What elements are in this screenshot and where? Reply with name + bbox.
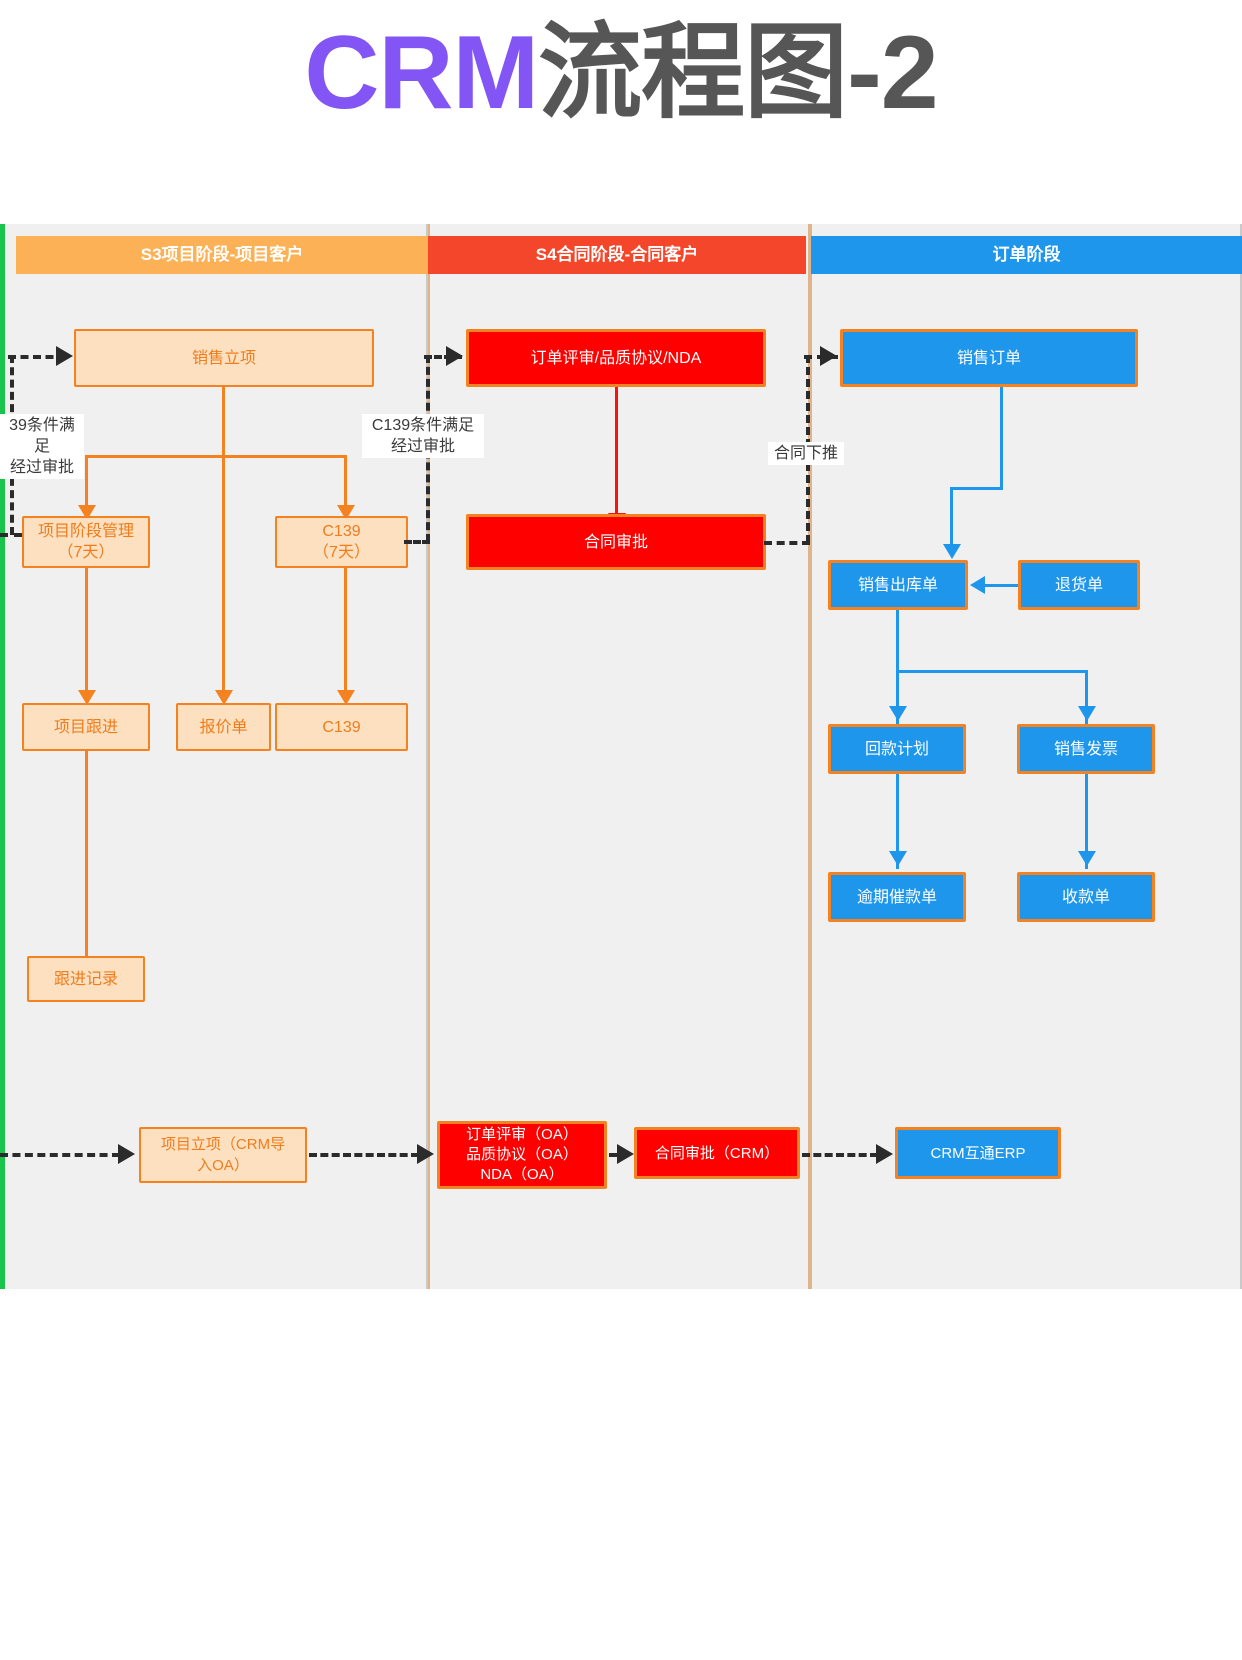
dashed-mid-stub: [404, 540, 430, 544]
dashed-bottom-segment-2: [309, 1153, 419, 1157]
connector-to-outbound-down: [950, 487, 953, 549]
node-sales-outbound[interactable]: 销售出库单: [828, 560, 968, 610]
dashed-bottom-segment-4: [802, 1153, 878, 1157]
arrowhead-bottom-1: [118, 1144, 135, 1164]
connector-fan-bus: [85, 455, 347, 458]
arrowhead-entry-to-sales-project: [56, 346, 73, 366]
arrowhead-entry-to-sales-order: [820, 346, 837, 366]
connector-to-quotation: [222, 455, 225, 695]
node-contract-approval[interactable]: 合同审批: [466, 514, 766, 570]
lane-background-s3: [0, 224, 428, 1289]
arrowhead-return-to-outbound: [970, 576, 985, 594]
connector-c139-7d-to-c139: [344, 568, 347, 693]
node-crm-erp[interactable]: CRM互通ERP: [895, 1127, 1061, 1179]
node-project-stage-management[interactable]: 项目阶段管理 （7天）: [22, 516, 150, 568]
page-title-brand: CRM: [304, 15, 539, 131]
arrowhead-to-sales-invoice: [1078, 706, 1096, 721]
connector-to-project-stage: [85, 455, 88, 510]
arrowhead-bottom-4: [876, 1144, 893, 1164]
node-contract-approval-crm[interactable]: 合同审批（CRM）: [634, 1127, 800, 1179]
node-sales-invoice[interactable]: 销售发票: [1017, 724, 1155, 774]
node-c139-7days[interactable]: C139 （7天）: [275, 516, 408, 568]
connector-outbound-down: [896, 610, 899, 672]
arrowhead-bottom-2: [417, 1144, 434, 1164]
edge-label-c139-condition-mid: C139条件满足 经过审批: [362, 414, 484, 458]
page-title: CRM流程图-2: [0, 8, 1242, 138]
lane-background-s4: [428, 224, 810, 1289]
node-project-initiation-oa[interactable]: 项目立项（CRM导 入OA）: [139, 1127, 307, 1183]
lane-header-s4: S4合同阶段-合同客户: [428, 236, 806, 274]
arrowhead-bottom-3: [617, 1144, 634, 1164]
arrowhead-to-quotation: [215, 690, 233, 705]
node-follow-up-record[interactable]: 跟进记录: [27, 956, 145, 1002]
node-order-review-quality-nda[interactable]: 订单评审/品质协议/NDA: [466, 329, 766, 387]
arrowhead-to-sales-outbound: [943, 544, 961, 559]
connector-return-to-outbound: [984, 584, 1018, 587]
connector-follow-to-record: [85, 751, 88, 961]
node-order-review-oa-group[interactable]: 订单评审（OA） 品质协议（OA） NDA（OA）: [437, 1121, 607, 1189]
edge-label-c139-condition-left: 39条件满足 经过审批: [0, 414, 84, 479]
connector-sales-order-left: [950, 487, 1003, 490]
node-payment-plan[interactable]: 回款计划: [828, 724, 966, 774]
arrowhead-to-overdue-dunning: [889, 851, 907, 866]
dashed-order-stub: [764, 541, 810, 545]
lane-header-s3: S3项目阶段-项目客户: [16, 236, 428, 274]
connector-stage-to-follow: [85, 568, 88, 693]
lane-header-order: 订单阶段: [811, 236, 1242, 274]
edge-label-contract-push: 合同下推: [768, 442, 844, 465]
arrowhead-to-receipt-order: [1078, 851, 1096, 866]
node-sales-order[interactable]: 销售订单: [840, 329, 1138, 387]
connector-outbound-bus: [896, 670, 1088, 673]
connector-payment-plan-down: [896, 774, 899, 869]
dashed-bottom-segment-1: [0, 1153, 120, 1157]
node-overdue-dunning[interactable]: 逾期催款单: [828, 872, 966, 922]
node-return-order[interactable]: 退货单: [1018, 560, 1140, 610]
connector-sales-invoice-down: [1085, 774, 1088, 869]
page-title-rest: 流程图-2: [538, 15, 938, 131]
connector-order-review-to-approval: [615, 387, 618, 517]
connector-to-payment-plan: [896, 670, 899, 728]
node-receipt-order[interactable]: 收款单: [1017, 872, 1155, 922]
connector-to-c139-7d: [344, 455, 347, 510]
dashed-entry-to-order-review: [424, 355, 462, 359]
arrowhead-c139-7d-to-c139: [337, 690, 355, 705]
connector-sales-project-trunk: [222, 387, 225, 457]
dashed-left-stub: [0, 533, 22, 537]
dashed-bottom-segment-3: [609, 1153, 623, 1157]
dashed-entry-to-sales-project: [8, 355, 66, 359]
arrowhead-entry-to-order-review: [446, 346, 463, 366]
arrowhead-to-payment-plan: [889, 706, 907, 721]
connector-sales-order-down: [1000, 387, 1003, 489]
node-quotation[interactable]: 报价单: [176, 703, 271, 751]
node-c139[interactable]: C139: [275, 703, 408, 751]
node-project-follow-up[interactable]: 项目跟进: [22, 703, 150, 751]
node-sales-project[interactable]: 销售立项: [74, 329, 374, 387]
arrowhead-stage-to-follow: [78, 690, 96, 705]
connector-to-sales-invoice: [1085, 670, 1088, 728]
diagram-canvas: S3项目阶段-项目客户 S4合同阶段-合同客户 订单阶段 销售立项 项目阶段管理…: [0, 224, 1242, 1289]
